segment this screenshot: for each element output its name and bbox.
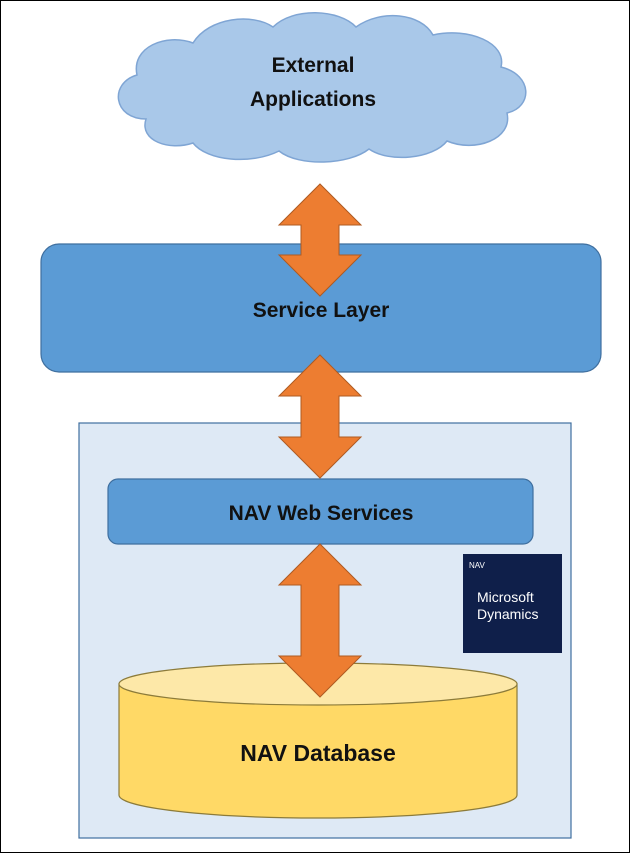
arrow-cloud-service-layer — [277, 183, 363, 297]
external-applications-line1: External — [272, 54, 355, 77]
nav-web-services-label: NAV Web Services — [229, 502, 414, 525]
arrow-service-layer-web-services — [277, 354, 363, 479]
external-applications-cloud: External Applications — [117, 12, 527, 163]
logo-line2: Dynamics — [477, 606, 538, 622]
logo-line1: Microsoft — [477, 589, 534, 605]
nav-web-services-box: NAV Web Services — [107, 478, 534, 545]
arrow-web-services-database — [277, 543, 363, 698]
cloud-shape — [117, 12, 527, 163]
database-body — [118, 683, 518, 819]
service-layer-label: Service Layer — [253, 299, 390, 322]
microsoft-dynamics-logo: NAV Microsoft Dynamics — [463, 554, 562, 653]
logo-background — [463, 554, 562, 653]
logo-tag: NAV — [469, 561, 486, 570]
external-applications-line2: Applications — [250, 88, 376, 111]
nav-database-label: NAV Database — [240, 740, 396, 766]
